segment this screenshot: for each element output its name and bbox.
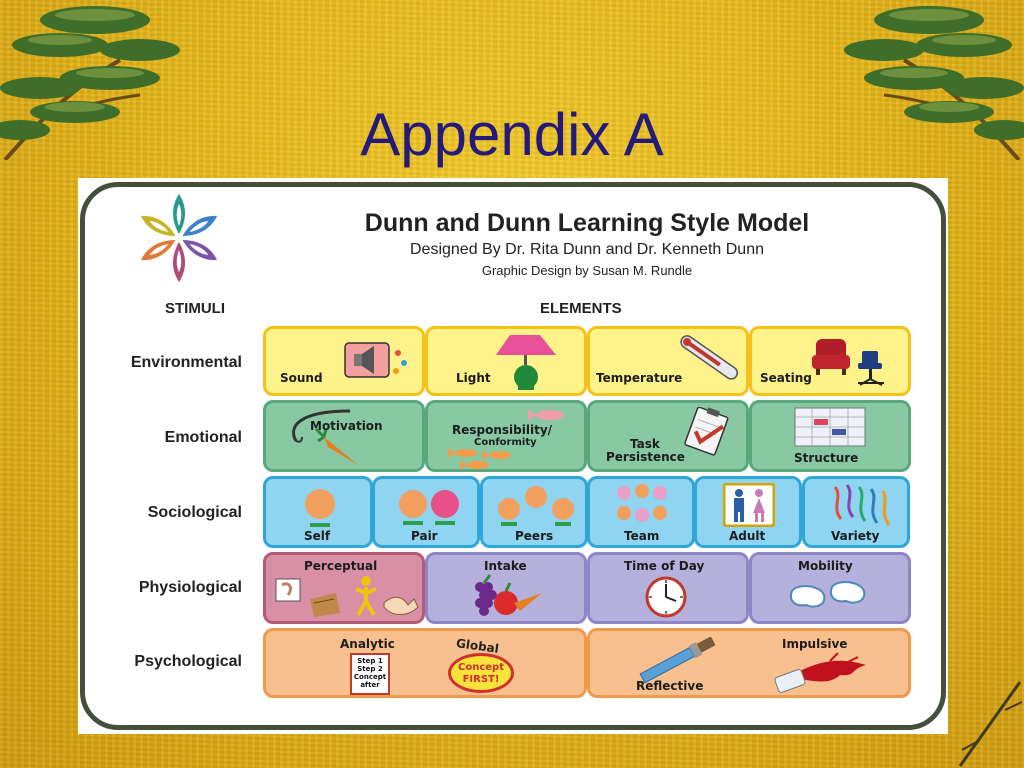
element-cell-temperature: Temperature [587, 326, 749, 396]
element-cell-intake: Intake [425, 552, 587, 624]
element-cell-variety: Variety [802, 476, 910, 548]
fish-icon [448, 409, 564, 470]
element-cell-responsibility: Responsibility/ Conformity [425, 400, 587, 472]
spilled-paint-icon [774, 652, 866, 693]
element-label: Task [630, 437, 660, 451]
chairs-icon [812, 339, 884, 386]
reflective-label: Reflective [636, 679, 704, 693]
two-heads-icon [399, 490, 459, 525]
element-cell-peers: Peers [480, 476, 588, 548]
speaker-icon [344, 342, 407, 378]
element-label: Variety [831, 529, 880, 543]
element-label: Self [304, 529, 331, 543]
element-label: Pair [411, 529, 438, 543]
thermometer-icon [680, 335, 739, 380]
flower-logo-icon [140, 194, 218, 282]
element-cell-sound: Sound [263, 326, 425, 396]
analytic-label: Analytic [340, 637, 395, 651]
element-cell-mobility: Mobility [749, 552, 911, 624]
row-label-sociological: Sociological [147, 504, 242, 521]
step-text: Step 1 [357, 657, 383, 665]
team-heads-icon [617, 484, 667, 522]
element-label: Intake [484, 559, 527, 573]
element-cell-adult: Adult [694, 476, 802, 548]
paintbrush-icon [639, 637, 716, 683]
clock-icon [645, 576, 687, 618]
element-cell-pair: Pair [372, 476, 480, 548]
element-cell-analytic-global: Analytic Step 1 Step 2 Concept after Glo… [263, 628, 587, 698]
element-label: Adult [729, 529, 766, 543]
element-label: Light [456, 371, 491, 385]
food-icon [475, 574, 542, 616]
element-label: Structure [794, 451, 859, 465]
clipboard-check-icon [684, 407, 729, 456]
element-cell-self: Self [263, 476, 373, 548]
model-subtitle: Designed By Dr. Rita Dunn and Dr. Kennet… [410, 241, 764, 258]
row-label-environmental: Environmental [130, 354, 242, 371]
first-text: FIRST! [462, 674, 500, 685]
element-cell-perceptual: Perceptual [263, 552, 425, 624]
element-cell-time-of-day: Time of Day [587, 552, 749, 624]
element-label: Peers [515, 529, 554, 543]
model-frame [80, 182, 946, 730]
element-label: Team [624, 529, 660, 543]
impulsive-label: Impulsive [782, 637, 848, 651]
element-label: Mobility [798, 559, 853, 573]
step-text: Step 2 [357, 665, 383, 673]
slide-title: Appendix A [360, 101, 664, 168]
element-cell-motivation: Motivation [263, 400, 425, 472]
element-label: Temperature [596, 371, 683, 385]
chart-grid-icon [794, 407, 866, 447]
element-label: Motivation [310, 419, 383, 433]
stimuli-header: STIMULI [165, 300, 225, 317]
step-text: after [360, 681, 380, 689]
senses-icon [275, 576, 419, 617]
pine-branch-right-decoration [844, 6, 1024, 160]
carrot-on-stick-icon [292, 409, 358, 465]
row-label-psychological: Psychological [134, 653, 242, 670]
element-label: Seating [760, 371, 812, 385]
element-cell-structure: Structure [749, 400, 911, 472]
model-credit: Graphic Design by Susan M. Rundle [481, 263, 693, 278]
footprints-icon [790, 581, 866, 608]
analytic-steps-card: Step 1 Step 2 Concept after [350, 653, 390, 695]
model-title: Dunn and Dunn Learning Style Model [364, 209, 810, 237]
lamp-icon [496, 335, 556, 390]
row-label-emotional: Emotional [164, 429, 242, 446]
element-cell-task-persistence: Task Persistence [587, 400, 749, 472]
element-label: Responsibility/ [452, 423, 553, 437]
streamers-icon [833, 484, 891, 526]
element-label: Persistence [606, 450, 685, 464]
bamboo-stick-decoration [958, 681, 1023, 767]
element-cell-team: Team [587, 476, 695, 548]
element-cell-light: Light [425, 326, 587, 396]
concept-first-badge: Concept FIRST! [448, 653, 514, 693]
element-cell-seating: Seating [749, 326, 911, 396]
element-label: Conformity [474, 437, 537, 448]
step-text: Concept [353, 673, 387, 681]
element-label: Sound [280, 371, 323, 385]
head-icon [305, 489, 335, 527]
element-cell-reflective-impulsive: Reflective Impulsive [587, 628, 911, 698]
element-label: Perceptual [304, 559, 378, 573]
three-heads-icon [498, 486, 574, 526]
element-label: Time of Day [624, 559, 705, 573]
concept-text: Concept [458, 662, 504, 673]
pine-branch-left-decoration [0, 6, 180, 160]
adults-sign-icon [723, 483, 775, 527]
row-label-physiological: Physiological [138, 579, 242, 596]
elements-header: ELEMENTS [540, 300, 622, 317]
